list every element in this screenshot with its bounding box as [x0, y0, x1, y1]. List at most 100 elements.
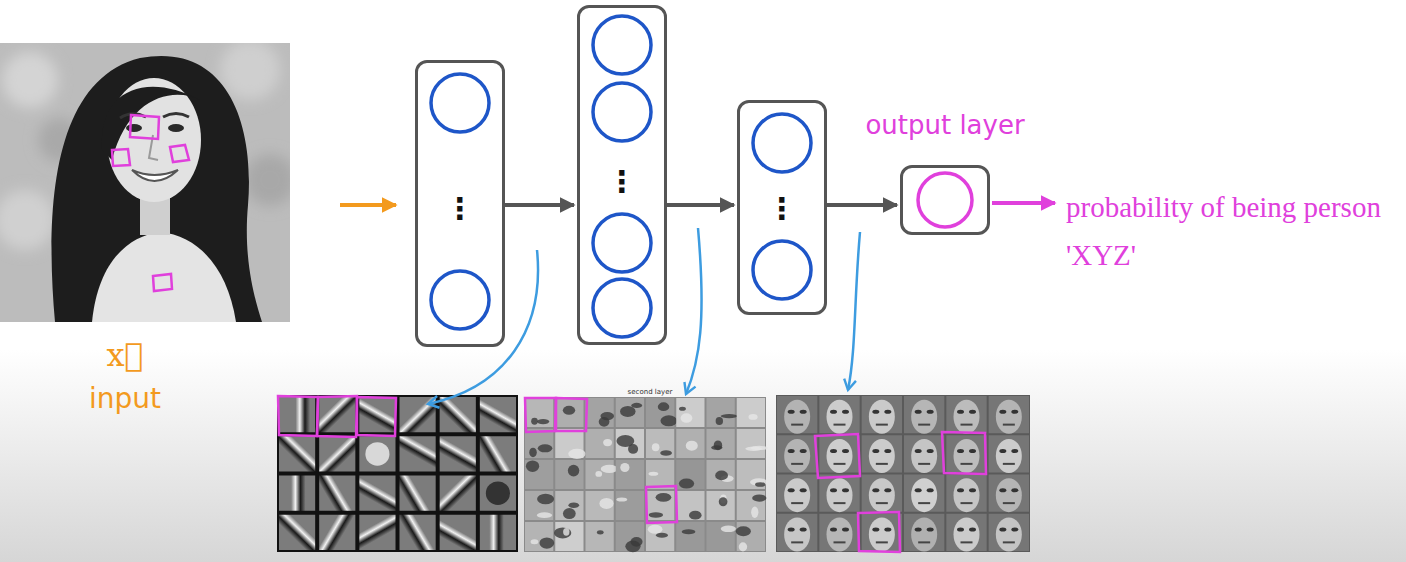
part-feature [652, 443, 660, 451]
filter-tile [359, 476, 395, 511]
face-eye [927, 410, 934, 414]
face-tile [989, 435, 1029, 472]
output-layer-box: output layer [900, 165, 990, 235]
face-eye [915, 449, 922, 453]
feature-mark [317, 396, 357, 437]
face-tile [862, 514, 902, 551]
part-feature [648, 525, 663, 534]
face-shape [784, 478, 810, 512]
face-tile [904, 475, 944, 512]
leader-arrow [686, 228, 702, 394]
face-mouth [1003, 502, 1015, 504]
part-feature [563, 528, 569, 536]
part-tile [646, 522, 674, 551]
feature-mark [130, 115, 159, 139]
face-eye [915, 488, 922, 492]
face-eye [830, 488, 837, 492]
face-tile [946, 514, 986, 551]
part-feature [656, 493, 672, 502]
face-tile [946, 396, 986, 433]
filter-tile [480, 515, 516, 550]
face-eye [800, 527, 807, 531]
part-tile [707, 398, 735, 427]
part-feature [658, 402, 669, 411]
hidden-layer-box: ⋮ [577, 5, 667, 345]
face-tile [777, 475, 817, 512]
face-eye [957, 449, 964, 453]
part-feature [755, 482, 765, 487]
ellipsis-dots: ⋮ [445, 191, 475, 226]
filter-tile [400, 436, 436, 471]
face-shape [827, 478, 853, 512]
output-description: probability of being person 'XYZ' [1066, 183, 1386, 279]
part-feature [616, 435, 634, 447]
face-eye [969, 449, 976, 453]
face-tile [777, 435, 817, 472]
part-tile [676, 429, 704, 458]
face-eye [927, 449, 934, 453]
face-eye [884, 410, 891, 414]
filter-tile [440, 436, 476, 471]
part-tile [676, 398, 704, 427]
feature-mark [556, 398, 587, 431]
neurons [431, 16, 811, 337]
filter-tile [400, 515, 436, 550]
face-tile [819, 435, 859, 472]
part-tile [525, 398, 553, 427]
face-eye [957, 488, 964, 492]
face-mouth [791, 424, 803, 426]
part-tile [616, 429, 644, 458]
face-eye [1011, 410, 1018, 414]
filter-blob [486, 481, 510, 505]
face-mouth [876, 424, 888, 426]
face-tile [819, 396, 859, 433]
part-feature [715, 471, 728, 481]
face-eye [1011, 527, 1018, 531]
part-feature [531, 418, 538, 425]
part-tile [737, 460, 765, 489]
face-shape [954, 517, 980, 551]
face-tile [989, 475, 1029, 512]
part-tile [555, 491, 583, 520]
face-shape [784, 439, 810, 473]
face-mouth [791, 502, 803, 504]
output-neuron [918, 173, 972, 227]
part-feature [599, 417, 610, 427]
face-mouth [791, 463, 803, 465]
filter-tile [279, 476, 315, 511]
face-shape [996, 400, 1022, 434]
face-mouth [918, 541, 930, 543]
face-tile [819, 514, 859, 551]
input-arrow [340, 203, 396, 207]
filter-tile [440, 397, 476, 432]
face-eye [800, 449, 807, 453]
face-tile [904, 396, 944, 433]
face-eye [872, 527, 879, 531]
face-eye [830, 410, 837, 414]
part-feature [625, 540, 640, 552]
face-mouth [876, 463, 888, 465]
grid-frame [776, 395, 1030, 552]
part-tile [555, 398, 583, 427]
edge-filter-grid [277, 395, 518, 552]
part-feature [568, 449, 585, 459]
face-tile [904, 514, 944, 551]
feature-mark [112, 149, 130, 166]
filter-tile [279, 515, 315, 550]
shoulders [92, 232, 236, 322]
face-mouth [1003, 463, 1015, 465]
face-eye [800, 488, 807, 492]
part-tile [707, 460, 735, 489]
part-tile [586, 429, 614, 458]
part-feature [748, 414, 757, 420]
input-vector-symbol: x⃗ [106, 336, 143, 374]
filter-tile [279, 436, 315, 471]
face-eye [969, 410, 976, 414]
part-tile [646, 491, 674, 520]
hidden-layer-box: ⋮ [737, 100, 827, 315]
part-feature [721, 526, 736, 533]
part-tile [707, 429, 735, 458]
part-feature [537, 494, 554, 504]
